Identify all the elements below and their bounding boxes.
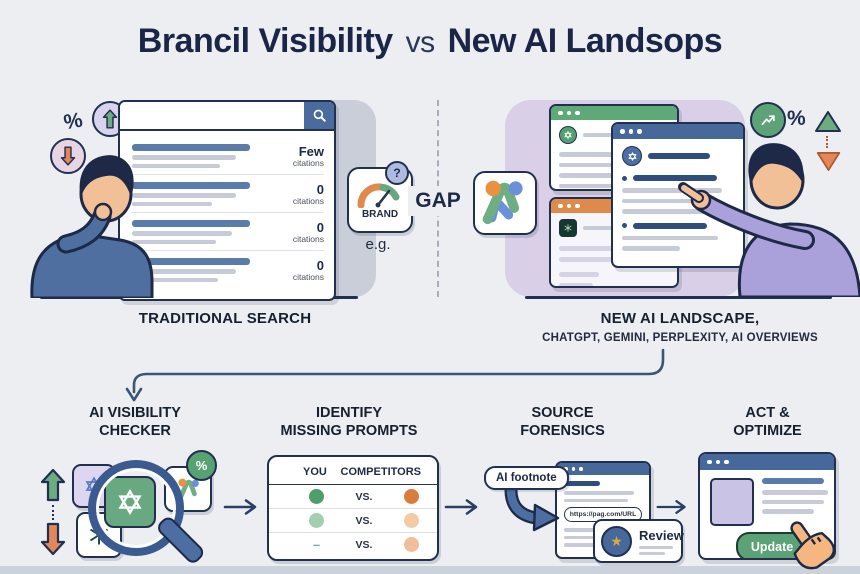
- percent-symbol-left: %: [62, 108, 85, 135]
- citation-count: 0: [316, 257, 324, 273]
- brand-label: BRAND: [361, 209, 399, 220]
- table-row: – VS.: [269, 532, 437, 556]
- pointing-person-illustration: [678, 143, 860, 297]
- missing-dash-icon: –: [312, 537, 321, 552]
- triangle-down-icon: [816, 152, 841, 171]
- ai-swirl-icon: [559, 126, 577, 144]
- magnifier-ring-icon: [88, 460, 184, 556]
- table-row: VS.: [269, 508, 437, 532]
- ai-platform-logo-icon: [177, 478, 199, 501]
- percent-badge-icon: %: [186, 450, 217, 481]
- search-icon: [313, 109, 326, 122]
- step-arrow-icon: [444, 499, 478, 515]
- title-landscape: New AI Landsops: [447, 22, 723, 60]
- triangle-up-icon: [815, 111, 841, 132]
- step-arrow-icon: [656, 500, 686, 514]
- ai-footnote-pill: AI footnote: [484, 466, 569, 490]
- ai-logo-card: [473, 171, 537, 235]
- down-arrow-icon: [50, 138, 86, 174]
- footnote-arrow-icon: [504, 488, 560, 532]
- gap-label: GAP: [408, 186, 468, 216]
- brand-gauge-card: BRAND ?: [347, 161, 413, 233]
- you-dot-icon: [309, 489, 324, 504]
- page-title: Brancil Visibility vs New AI Landsops: [0, 22, 860, 61]
- star-badge-icon: ★: [601, 525, 632, 557]
- question-badge-icon: ?: [385, 161, 409, 185]
- step-arrow-icon: [223, 499, 257, 515]
- gauge-icon: [357, 183, 400, 208]
- bottom-floor-bar: [0, 566, 860, 574]
- competitor-dot-icon: [404, 489, 419, 504]
- table-row: VS.: [269, 485, 437, 508]
- down-arrow-icon: [40, 522, 66, 556]
- up-arrow-icon: [40, 468, 66, 502]
- search-button[interactable]: [304, 102, 334, 129]
- search-input[interactable]: [120, 102, 304, 129]
- ai-platforms-sublabel: CHATGPT, GEMINI, PERPLEXITY, AI OVERVIEW…: [542, 332, 818, 344]
- workflow-connector-arrow: [125, 348, 665, 402]
- title-vs: vs: [405, 26, 436, 59]
- ai-answer-window: [611, 122, 745, 268]
- thinking-person-illustration: [30, 155, 154, 298]
- trend-up-icon: [750, 102, 786, 138]
- step4-title: ACT &OPTIMIZE: [733, 405, 802, 439]
- example-label: e.g.: [365, 236, 391, 253]
- review-card: ★ Review: [593, 519, 684, 563]
- traditional-search-label: TRADITIONAL SEARCH: [138, 310, 312, 327]
- citation-count: Few: [298, 143, 324, 159]
- hand-cursor-icon: [790, 521, 836, 570]
- dotted-connector: [826, 136, 828, 148]
- ai-swirl-icon: [622, 146, 642, 166]
- review-label: Review: [639, 527, 684, 543]
- you-dot-icon: [309, 513, 324, 528]
- col-header-you: YOU: [303, 466, 327, 478]
- competitor-dot-icon: [404, 513, 419, 528]
- perplexity-glyph-icon: [559, 219, 577, 237]
- title-brand: Brancil Visibility: [137, 22, 393, 60]
- dotted-connector: [52, 505, 54, 520]
- ai-platform-logo-icon: [482, 180, 523, 225]
- citation-count: 0: [316, 219, 324, 235]
- floor-line-right: [525, 296, 832, 299]
- col-header-competitors: COMPETITORS: [340, 466, 421, 478]
- new-ai-landscape-label: NEW AI LANDSCAPE,: [600, 310, 760, 327]
- comparison-table-card: YOU COMPETITORS VS. VS. – VS.: [267, 455, 439, 561]
- thumbnail-placeholder: [710, 478, 754, 526]
- percent-symbol-right: %: [787, 107, 806, 130]
- competitor-dot-icon: [404, 537, 419, 552]
- citation-count: 0: [316, 181, 324, 197]
